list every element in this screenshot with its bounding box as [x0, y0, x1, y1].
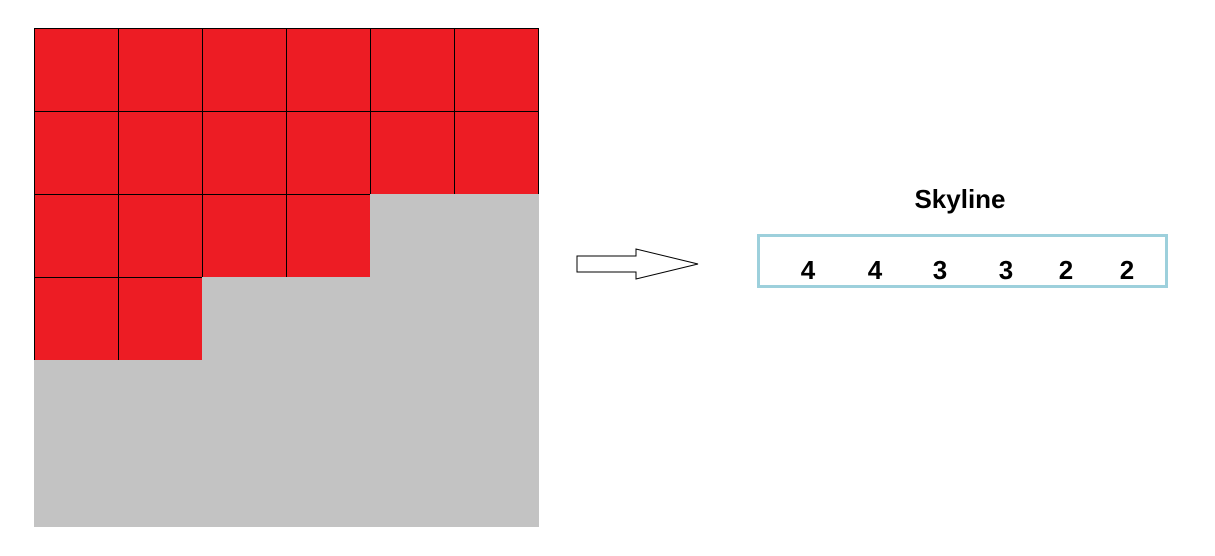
empty-cell [34, 360, 119, 444]
filled-cell [118, 28, 203, 112]
empty-cell [370, 443, 455, 527]
empty-cell [202, 443, 287, 527]
empty-cell [118, 360, 203, 444]
right-arrow-icon [576, 248, 699, 280]
block-grid [34, 28, 539, 527]
filled-cell [202, 28, 287, 112]
filled-cell [34, 194, 119, 278]
filled-cell [202, 111, 287, 195]
empty-cell [34, 443, 119, 527]
filled-cell [118, 111, 203, 195]
skyline-value: 4 [867, 255, 883, 285]
filled-cell [34, 28, 119, 112]
skyline-value: 4 [800, 255, 816, 285]
skyline-value: 3 [998, 255, 1014, 285]
empty-cell [286, 277, 371, 361]
empty-cell [454, 443, 539, 527]
filled-cell [202, 194, 287, 278]
filled-cell [370, 28, 455, 112]
filled-cell [454, 111, 539, 195]
empty-cell [118, 443, 203, 527]
filled-cell [118, 277, 203, 361]
skyline-box: 4 4 3 3 2 2 [757, 234, 1168, 288]
empty-cell [454, 277, 539, 361]
filled-cell [34, 277, 119, 361]
empty-cell [286, 443, 371, 527]
filled-cell [286, 194, 371, 278]
skyline-value: 2 [1119, 255, 1135, 285]
filled-cell [454, 28, 539, 112]
filled-cell [370, 111, 455, 195]
filled-cell [286, 28, 371, 112]
skyline-value: 2 [1058, 255, 1074, 285]
empty-cell [454, 194, 539, 278]
skyline-title: Skyline [914, 184, 1006, 214]
filled-cell [286, 111, 371, 195]
empty-cell [454, 360, 539, 444]
empty-cell [286, 360, 371, 444]
empty-cell [370, 360, 455, 444]
filled-cell [118, 194, 203, 278]
empty-cell [202, 360, 287, 444]
empty-cell [202, 277, 287, 361]
empty-cell [370, 277, 455, 361]
skyline-value: 3 [932, 255, 948, 285]
empty-cell [370, 194, 455, 278]
filled-cell [34, 111, 119, 195]
